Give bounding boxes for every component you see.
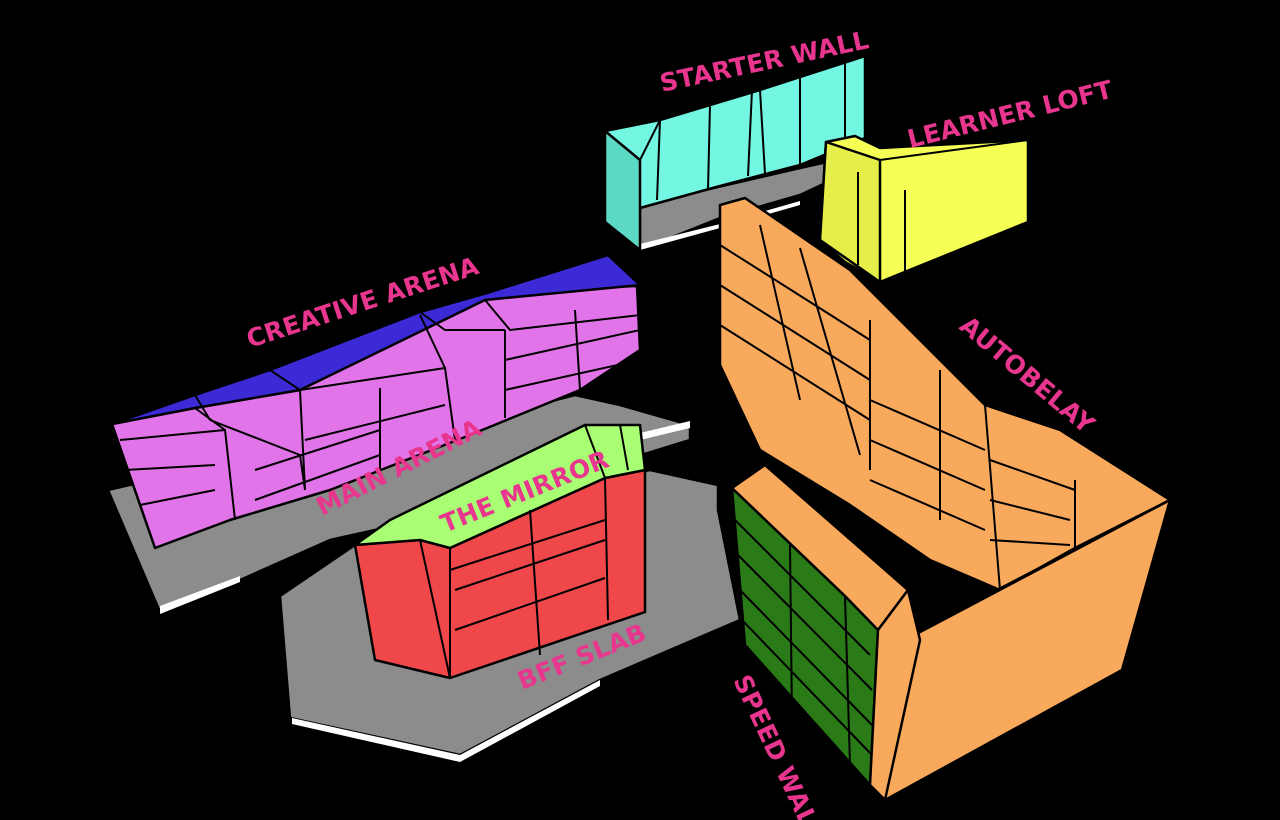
learner-loft-structure[interactable] (818, 134, 1030, 284)
starter-wall-side (603, 129, 642, 252)
speed-wall-side (730, 463, 922, 802)
creative-arena-structure[interactable] (110, 253, 642, 550)
learner-loft-block (818, 140, 882, 284)
bff-slab-structure[interactable] (353, 423, 647, 680)
autobelay-structure[interactable] (718, 196, 1172, 802)
creative-arena-top (110, 253, 642, 426)
the-mirror-top (353, 423, 647, 550)
